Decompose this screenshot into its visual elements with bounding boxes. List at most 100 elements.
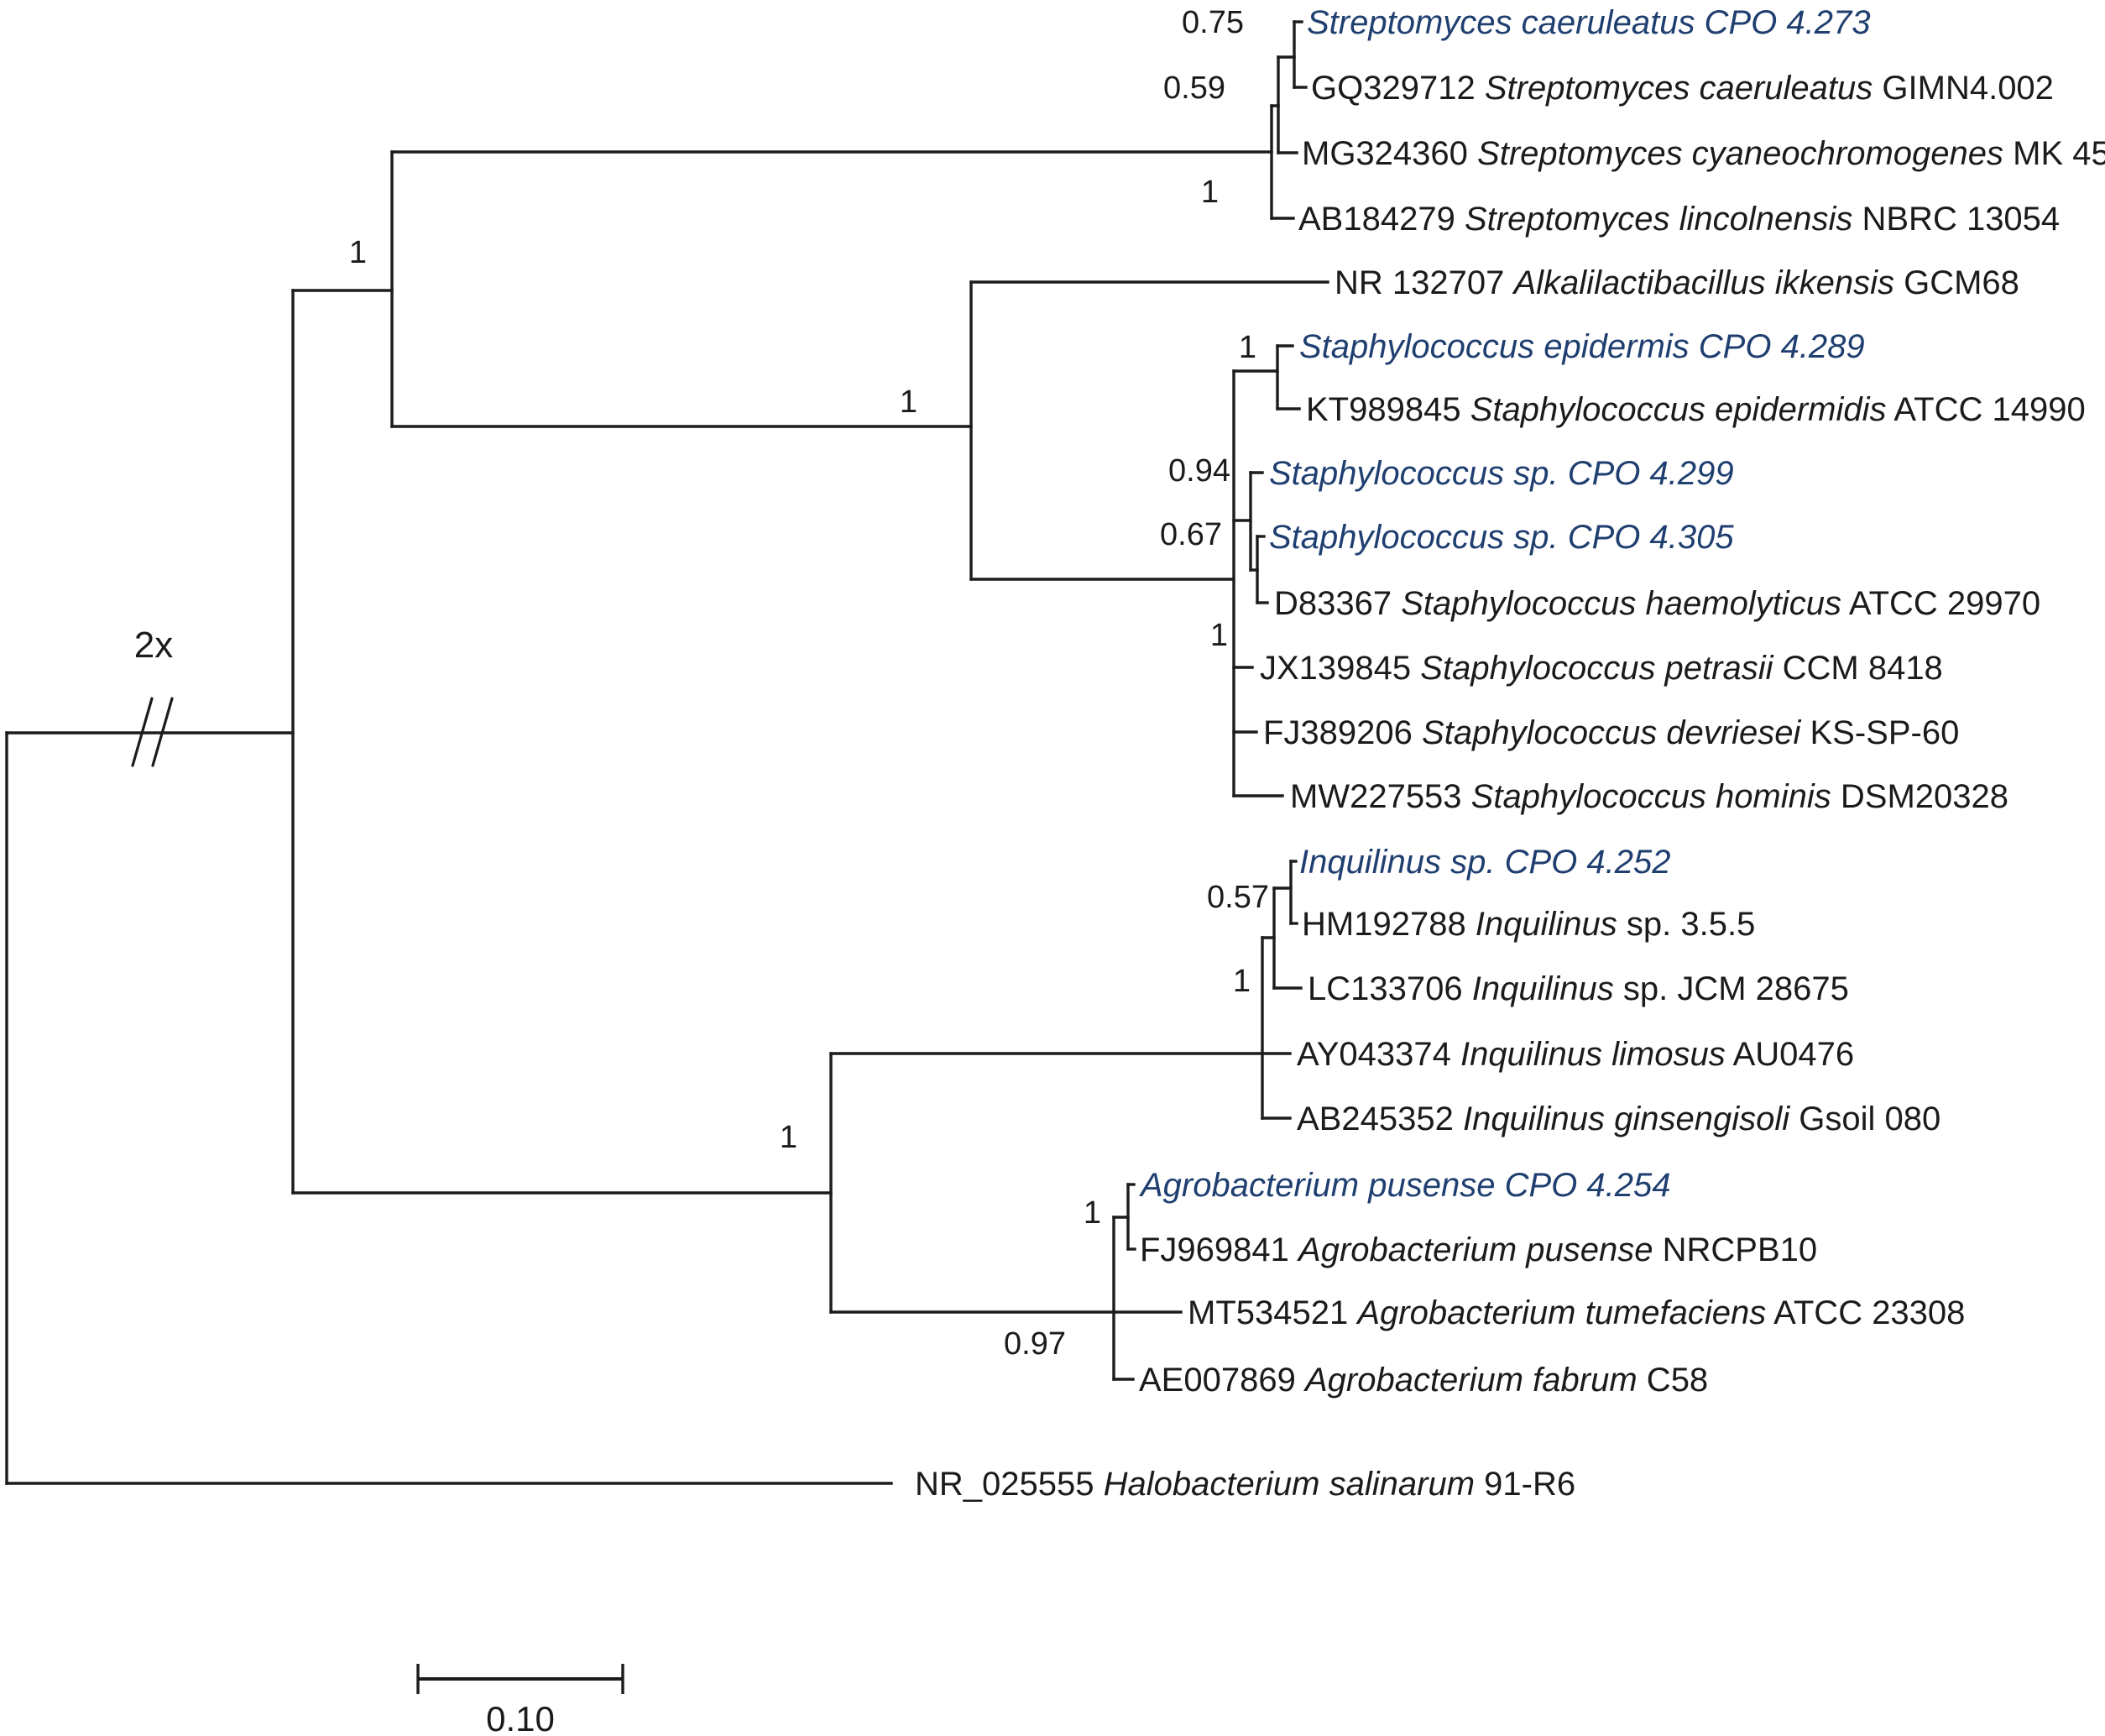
leaf-label-plain-part: KS-SP-60 — [1800, 714, 1959, 751]
leaf-label-species-part: Staphylococcus devriesei — [1422, 714, 1801, 751]
leaf-label-plain-part: ATCC 14990 — [1887, 391, 2086, 428]
leaf-label: AE007869 Agrobacterium fabrum C58 — [1139, 1362, 1708, 1399]
leaf-label-plain-part: ATCC 29970 — [1841, 585, 2040, 622]
leaf-label-plain-part: sp. 3.5.5 — [1617, 906, 1756, 943]
text-labels-layer: 2x 0.10 Streptomyces caeruleatus CPO 4.273… — [134, 4, 2105, 1736]
leaf-label-species-part: Inquilinus — [1472, 970, 1614, 1007]
leaf-label-species-part: Agrobacterium tumefaciens — [1355, 1294, 1766, 1331]
leaf-label: FJ389206 Staphylococcus devriesei KS-SP-… — [1263, 714, 1959, 751]
leaf-label-species-part: Staphylococcus epidermidis — [1470, 391, 1887, 428]
leaf-label-isolate: Agrobacterium pusense CPO 4.254 — [1139, 1167, 1670, 1204]
leaf-label-plain-part: FJ389206 — [1263, 714, 1422, 751]
annotation-marks-layer — [131, 697, 624, 1694]
leaf-label-species-part: Staphylococcus sp. CPO 4.299 — [1269, 455, 1734, 492]
leaf-label-plain-part: ATCC 23308 — [1766, 1294, 1965, 1331]
leaf-label: LC133706 Inquilinus sp. JCM 28675 — [1308, 970, 1849, 1007]
leaf-label: MW227553 Staphylococcus hominis DSM20328 — [1290, 778, 2008, 815]
leaf-label: AB184279 Streptomyces lincolnensis NBRC … — [1298, 201, 2060, 238]
leaf-label: D83367 Staphylococcus haemolyticus ATCC … — [1274, 585, 2040, 622]
leaf-label-plain-part: MG324360 — [1302, 135, 1477, 172]
leaf-label-plain-part: MT534521 — [1188, 1294, 1357, 1331]
leaf-label-isolate: Inquilinus sp. CPO 4.252 — [1299, 844, 1670, 881]
leaf-label-isolate: Staphylococcus sp. CPO 4.299 — [1269, 455, 1734, 492]
support-value: 0.67 — [1160, 517, 1222, 552]
leaf-label-plain-part: AB184279 — [1298, 201, 1465, 238]
leaf-label-plain-part: JX139845 — [1260, 650, 1420, 687]
leaf-label-species-part: Streptomyces lincolnensis — [1465, 201, 1852, 238]
leaf-label: NR 132707 Alkalilactibacillus ikkensis G… — [1335, 264, 2019, 301]
leaf-label-plain-part: GQ329712 — [1311, 70, 1485, 107]
leaf-label-plain-part: C58 — [1638, 1362, 1709, 1399]
root-scale-annotation: 2x — [134, 625, 173, 666]
leaf-label: AB245352 Inquilinus ginsengisoli Gsoil 0… — [1297, 1101, 1940, 1137]
leaf-label-species-part: Alkalilactibacillus ikkensis — [1512, 264, 1894, 301]
branch-lines-layer — [5, 20, 1329, 1485]
leaf-label-plain-part: CCM 8418 — [1773, 650, 1943, 687]
leaf-label: HM192788 Inquilinus sp. 3.5.5 — [1302, 906, 1755, 943]
leaf-label: MT534521 Agrobacterium tumefaciens ATCC … — [1188, 1294, 1965, 1331]
leaf-label-plain-part: AY043374 — [1297, 1036, 1460, 1073]
support-value: 1 — [349, 235, 367, 270]
leaf-label-species-part: Agrobacterium pusense — [1297, 1231, 1653, 1268]
leaf-label-species-part: Halobacterium salinarum — [1104, 1466, 1475, 1503]
leaf-label-species-part: Inquilinus limosus — [1460, 1036, 1726, 1073]
leaf-label-plain-part: KT989845 — [1306, 391, 1470, 428]
leaf-label-isolate: Staphylococcus sp. CPO 4.305 — [1269, 519, 1734, 556]
leaf-label-isolate: Staphylococcus epidermis CPO 4.289 — [1299, 328, 1865, 365]
leaf-label-species-part: Staphylococcus epidermis CPO 4.289 — [1299, 328, 1865, 365]
support-value: 1 — [780, 1120, 797, 1155]
leaf-label-species-part: Staphylococcus sp. CPO 4.305 — [1269, 519, 1734, 556]
leaf-label-plain-part: AE007869 — [1139, 1362, 1305, 1399]
support-value: 0.97 — [1004, 1326, 1066, 1362]
leaf-label: AY043374 Inquilinus limosus AU0476 — [1297, 1036, 1854, 1073]
branch-break-mark — [151, 697, 174, 767]
leaf-label-species-part: Streptomyces cyaneochromogenes — [1477, 135, 2003, 172]
leaf-label-species-part: Staphylococcus hominis — [1471, 778, 1831, 815]
leaf-label-plain-part: GCM68 — [1894, 264, 2019, 301]
leaf-label: NR_025555 Halobacterium salinarum 91-R6 — [915, 1466, 1575, 1503]
support-value: 1 — [1084, 1195, 1101, 1231]
leaf-label-plain-part: HM192788 — [1302, 906, 1476, 943]
support-value: 1 — [1201, 175, 1219, 210]
leaf-label-plain-part: MW227553 — [1290, 778, 1471, 815]
leaf-label-plain-part: AU0476 — [1726, 1036, 1854, 1073]
leaf-label-plain-part: Gsoil 080 — [1789, 1101, 1940, 1137]
support-value: 1 — [1233, 964, 1251, 999]
leaf-label-species-part: Inquilinus ginsengisoli — [1463, 1101, 1790, 1137]
leaf-label-isolate: Streptomyces caeruleatus CPO 4.273 — [1307, 4, 1870, 41]
support-value: 0.57 — [1207, 880, 1269, 915]
leaf-label-plain-part: NRCPB10 — [1653, 1231, 1818, 1268]
leaf-label-species-part: Inquilinus sp. CPO 4.252 — [1299, 844, 1670, 881]
support-value: 0.75 — [1182, 5, 1244, 40]
leaf-label-plain-part: GIMN4.002 — [1873, 70, 2054, 107]
leaf-label-plain-part: NR_025555 — [915, 1466, 1104, 1503]
support-value: 0.59 — [1163, 71, 1225, 106]
leaf-label-plain-part: NBRC 13054 — [1852, 201, 2060, 238]
leaf-label-species-part: Streptomyces caeruleatus CPO 4.273 — [1307, 4, 1870, 41]
leaf-label-species-part: Staphylococcus petrasii — [1420, 650, 1773, 687]
leaf-label-species-part: Agrobacterium fabrum — [1303, 1362, 1638, 1399]
leaf-label-plain-part: FJ969841 — [1140, 1231, 1298, 1268]
leaf-label-species-part: Agrobacterium pusense CPO 4.254 — [1139, 1167, 1670, 1204]
scale-bar-label: 0.10 — [486, 1699, 555, 1736]
leaf-label-plain-part: D83367 — [1274, 585, 1401, 622]
leaf-label-plain-part: MK 45 — [2003, 135, 2105, 172]
support-value: 1 — [1239, 330, 1256, 365]
leaf-label-plain-part: AB245352 — [1297, 1101, 1463, 1137]
leaf-label-plain-part: DSM20328 — [1831, 778, 2008, 815]
leaf-label-species-part: Streptomyces caeruleatus — [1485, 70, 1873, 107]
leaf-label: KT989845 Staphylococcus epidermidis ATCC… — [1306, 391, 2086, 428]
support-value: 0.94 — [1168, 453, 1230, 489]
leaf-label-species-part: Inquilinus — [1476, 906, 1617, 943]
support-value: 1 — [900, 384, 917, 420]
branch-break-mark — [131, 697, 154, 767]
leaf-label: JX139845 Staphylococcus petrasii CCM 841… — [1260, 650, 1943, 687]
leaf-label-plain-part: 91-R6 — [1475, 1466, 1575, 1503]
leaf-label-plain-part: LC133706 — [1308, 970, 1472, 1007]
leaf-label-plain-part: sp. JCM 28675 — [1614, 970, 1849, 1007]
support-value: 1 — [1210, 618, 1228, 653]
leaf-label-species-part: Staphylococcus haemolyticus — [1401, 585, 1841, 622]
leaf-label: FJ969841 Agrobacterium pusense NRCPB10 — [1140, 1231, 1817, 1268]
